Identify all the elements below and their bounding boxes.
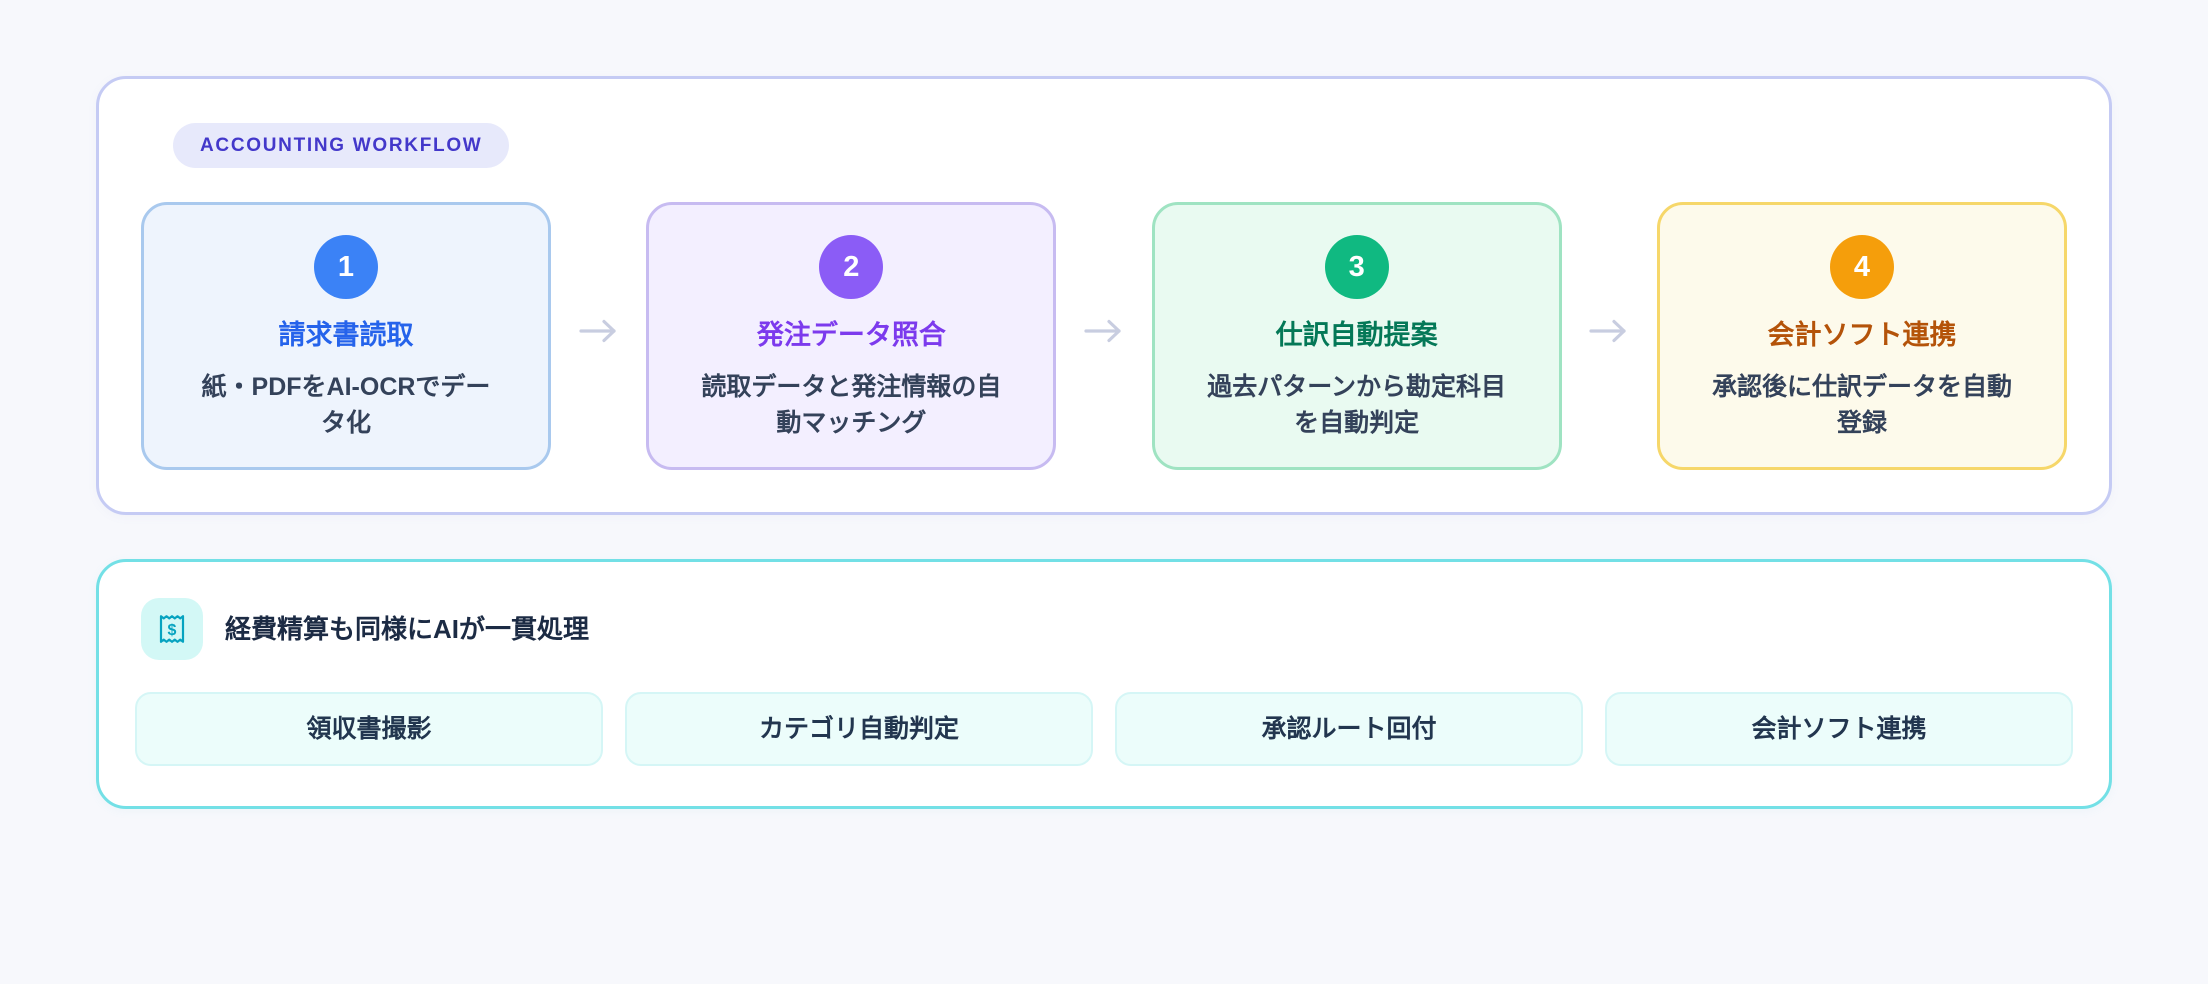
- expense-feature-chips: 領収書撮影 カテゴリ自動判定 承認ルート回付 会計ソフト連携: [135, 692, 2073, 767]
- workflow-badge: ACCOUNTING WORKFLOW: [173, 123, 510, 168]
- workflow-badge-row: ACCOUNTING WORKFLOW: [133, 105, 2075, 174]
- step-number-badge-3: 3: [1324, 235, 1389, 299]
- workflow-step-3[interactable]: 3 仕訳自動提案 過去パターンから勘定科目を自動判定: [1151, 202, 1562, 471]
- expense-chip-1[interactable]: 領収書撮影: [135, 692, 603, 767]
- step-title-3: 仕訳自動提案: [1275, 320, 1438, 350]
- expense-chip-3[interactable]: 承認ルート回付: [1115, 692, 1583, 767]
- step-number-badge-1: 1: [314, 235, 378, 299]
- step-number-badge-2: 2: [819, 235, 884, 299]
- expense-settlement-card: $ 経費精算も同様にAIが一貫処理 領収書撮影 カテゴリ自動判定 承認ルート回付…: [96, 559, 2112, 810]
- accounting-workflow-card: ACCOUNTING WORKFLOW 1 請求書読取 紙・PDFをAI-OCR…: [96, 76, 2112, 516]
- workflow-step-4[interactable]: 4 会計ソフト連携 承認後に仕訳データを自動登録: [1656, 202, 2067, 471]
- receipt-dollar-icon: $: [141, 598, 203, 661]
- step-description-2: 読取データと発注情報の自動マッチング: [701, 372, 1002, 437]
- arrow-right-icon-3: [1562, 202, 1657, 470]
- step-description-3: 過去パターンから勘定科目を自動判定: [1207, 372, 1507, 437]
- workflow-steps: 1 請求書読取 紙・PDFをAI-OCRでデータ化 2 発注データ照合 読取デー…: [133, 174, 2075, 471]
- step-title-4: 会計ソフト連携: [1767, 320, 1957, 350]
- workflow-step-2[interactable]: 2 発注データ照合 読取データと発注情報の自動マッチング: [646, 202, 1057, 471]
- expense-chip-2[interactable]: カテゴリ自動判定: [625, 692, 1093, 767]
- step-number-badge-4: 4: [1829, 235, 1894, 299]
- workflow-step-1[interactable]: 1 請求書読取 紙・PDFをAI-OCRでデータ化: [141, 202, 551, 471]
- step-title-2: 発注データ照合: [756, 320, 946, 350]
- expense-card-title: 経費精算も同様にAIが一貫処理: [225, 614, 590, 645]
- step-description-4: 承認後に仕訳データを自動登録: [1711, 372, 2012, 437]
- arrow-right-icon-2: [1056, 202, 1151, 470]
- svg-text:$: $: [168, 622, 177, 639]
- expense-card-header: $ 経費精算も同様にAIが一貫処理: [135, 598, 2073, 661]
- step-description-1: 紙・PDFをAI-OCRでデータ化: [201, 372, 491, 437]
- arrow-right-icon-1: [551, 202, 646, 470]
- expense-chip-4[interactable]: 会計ソフト連携: [1605, 692, 2073, 767]
- step-title-1: 請求書読取: [278, 320, 414, 350]
